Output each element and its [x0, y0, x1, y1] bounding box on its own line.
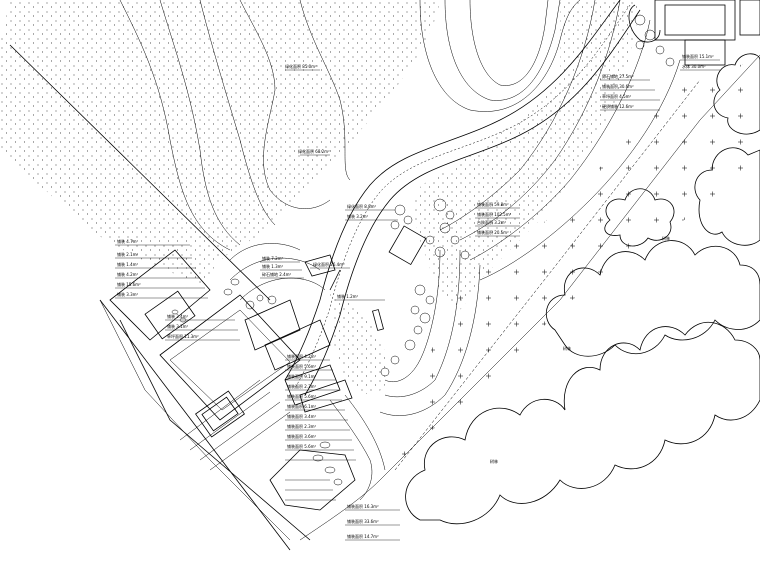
label-p3: 铺装 1.3m² [262, 263, 284, 269]
stippled-lawn-upper-left [0, 0, 440, 285]
site-boundary-line [9, 44, 271, 301]
stepping-stones [171, 278, 343, 486]
label-pa-5: 铺装面积 5.6m² [287, 393, 317, 399]
label-pa-13: 铺装面积 14.7m² [347, 533, 379, 539]
area-labels: 绿化面积 85.0m² 绿化面积 68.2m² 绿化面积 26.4m² 卵石铺地… [117, 53, 714, 539]
shrub-clusters [245, 14, 675, 377]
label-paving-1: 铺装面积 30.6m² [602, 83, 634, 89]
leader-lines [115, 59, 720, 541]
label-pa-12: 铺装面积 33.6m² [347, 518, 379, 524]
label-p9: 铺装 15.6m² [117, 281, 141, 287]
label-lawn-area-1: 绿化面积 85.0m² [285, 63, 317, 69]
label-lawn-area-3: 绿化面积 26.4m² [313, 261, 345, 267]
label-steps: 台阶面积 3.2m² [477, 219, 507, 225]
label-pebble: 卵石铺地 27.5m² [602, 73, 634, 79]
label-lawn-4: 草坪面积 4.5m² [602, 93, 632, 99]
label-pa-10: 铺装面积 5.6m² [287, 443, 317, 449]
tree-canopy-small [604, 188, 675, 247]
tree-canopy-right-mid [713, 53, 760, 135]
plaza-structures [99, 225, 427, 541]
label-lawn-11: 草坪面积 11.3m² [167, 333, 199, 339]
crosses-lawn-right [400, 60, 760, 460]
road-edge-line [299, 54, 760, 541]
label-p4: 铺装 1.2m² [337, 293, 359, 299]
stippled-lawn-center-right [413, 0, 640, 310]
label-green-5: 绿化面积 8.8m² [347, 203, 377, 209]
label-p5: 铺装 4.7m² [117, 238, 139, 244]
pavilion-building [628, 0, 760, 66]
label-p1: 铺装 3.2m² [347, 213, 369, 219]
label-p7: 铺装 1.4m² [117, 261, 139, 267]
tree-canopy-top-right [694, 147, 760, 246]
label-p12: 铺装 3.1m² [167, 323, 189, 329]
label-pa-3: 铺装面积 9.1m² [287, 373, 317, 379]
label-pa-2: 铺装面积 5.6m² [287, 363, 317, 369]
label-pa-7: 铺装面积 3.4m² [287, 413, 317, 419]
label-p2: 铺装 7.2m² [262, 255, 284, 261]
stippled-lawn-middle [330, 290, 389, 395]
label-woods-1: 树林 [662, 235, 670, 241]
label-paving-4: 铺装面积 102.5m² [477, 211, 512, 217]
label-p11: 铺装 2.4m² [167, 313, 189, 319]
label-lawn-area-2: 绿化面积 68.2m² [298, 148, 330, 154]
label-pa-9: 铺装面积 3.6m² [287, 433, 317, 439]
label-hard-paving: 硬质铺装 12.6m² [602, 103, 634, 109]
label-gravel: 碎石铺地 2.4m² [262, 271, 292, 277]
label-water: 水体 30.0m² [682, 63, 706, 69]
label-pa-8: 铺装面积 2.3m² [287, 423, 317, 429]
label-paving-2: 铺装面积 15.1m² [682, 53, 714, 59]
tree-canopy-upper-right [545, 240, 760, 357]
label-woods-3: 树林 [490, 458, 498, 464]
winding-footpath [284, 0, 641, 396]
label-woods-2: 树林 [563, 345, 571, 351]
label-p6: 铺装 2.1m² [117, 251, 139, 257]
label-paving-5: 铺装面积 20.5m² [477, 229, 509, 235]
label-pa-6: 铺装面积 6.1m² [287, 403, 317, 409]
label-p8: 铺装 4.2m² [117, 271, 139, 277]
label-paving-3: 铺装面积 59.8m² [477, 201, 509, 207]
road-edge-line-dashed [394, 79, 701, 471]
label-pa-4: 铺装面积 2.3m² [287, 383, 317, 389]
label-pa-11: 铺装面积 16.3m² [347, 503, 379, 509]
label-p10: 铺装 3.3m² [117, 291, 139, 297]
label-pa-1: 铺装面积 4.2m² [287, 353, 317, 359]
tree-canopy-large [405, 321, 760, 525]
